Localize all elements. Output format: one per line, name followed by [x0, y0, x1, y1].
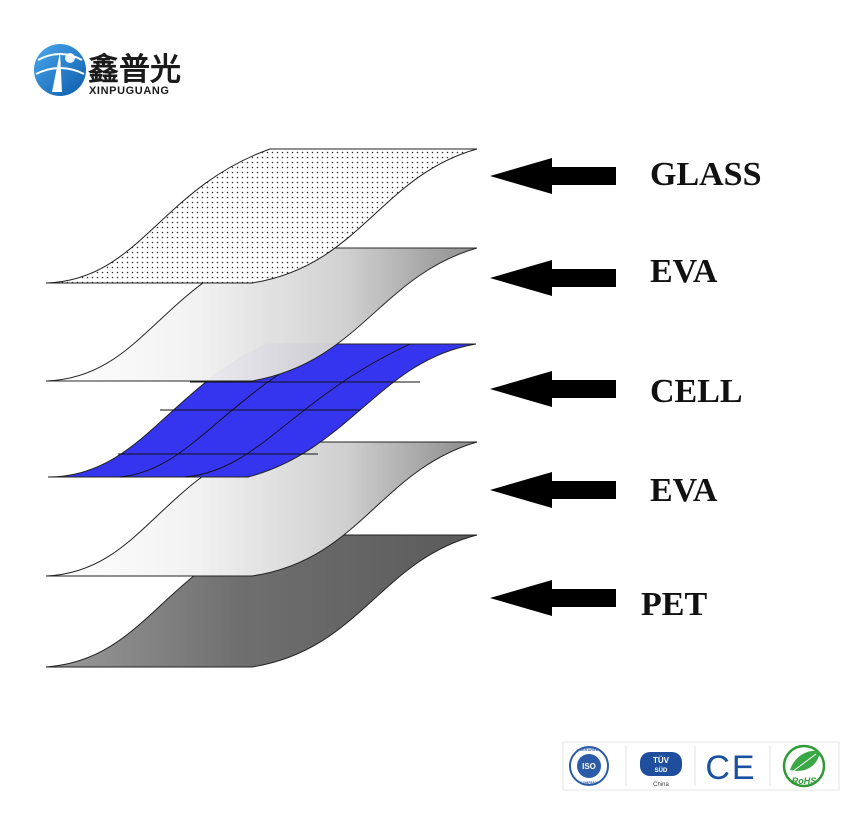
layer-label-cell: CELL [650, 373, 743, 410]
pet-layer-sheet [45, 534, 478, 668]
ce-mark: CE [705, 749, 756, 787]
logo-globe-icon [34, 44, 86, 96]
layer-row-pet: PET [490, 580, 707, 623]
layer-row-cell: CELL [490, 371, 743, 410]
arrow-left-icon [490, 371, 616, 407]
tuv-badge: TÜV SÜD China [640, 752, 682, 788]
tuv-badge-text: TÜV [653, 756, 670, 765]
arrow-left-icon [490, 260, 616, 296]
brand-logo: 鑫普光 XINPUGUANG [34, 44, 181, 97]
cell-layer [47, 343, 477, 478]
rohs-badge-text: RoHS [792, 776, 817, 786]
layer-row-eva-lower: EVA [490, 472, 718, 509]
eva-lower-layer-sheet [45, 441, 478, 577]
glass-layer-sheet [45, 148, 478, 284]
tuv-badge-sub-text: SÜD [655, 767, 668, 774]
brand-name-cn: 鑫普光 [88, 52, 181, 88]
cell-layer-sheet [47, 343, 477, 478]
layer-label-eva-lower: EVA [650, 472, 718, 509]
leaf-icon [790, 750, 820, 771]
brand-name-en: XINPUGUANG [89, 85, 170, 97]
iso-badge-top-text: CERTIFIED [580, 748, 599, 752]
iso-badge: ISO CERTIFIED COMPANY [569, 746, 609, 786]
rohs-badge: RoHS [782, 744, 826, 788]
eva-upper-layer-sheet [45, 247, 478, 382]
certification-strip: ISO CERTIFIED COMPANY TÜV SÜD China CE R… [562, 741, 840, 791]
ce-mark-text: CE [705, 749, 756, 787]
layer-label-glass: GLASS [650, 156, 762, 193]
tuv-badge-country-text: China [653, 782, 669, 788]
layer-label-eva-upper: EVA [650, 253, 718, 290]
arrow-left-icon [490, 472, 616, 508]
iso-badge-text: ISO [582, 762, 596, 771]
iso-badge-bottom-text: COMPANY [580, 781, 598, 785]
layer-label-pet: PET [641, 586, 707, 623]
layer-row-glass: GLASS [490, 156, 762, 194]
layer-row-eva-upper: EVA [490, 253, 718, 296]
arrow-left-icon [490, 158, 616, 194]
arrow-left-icon [490, 580, 616, 616]
